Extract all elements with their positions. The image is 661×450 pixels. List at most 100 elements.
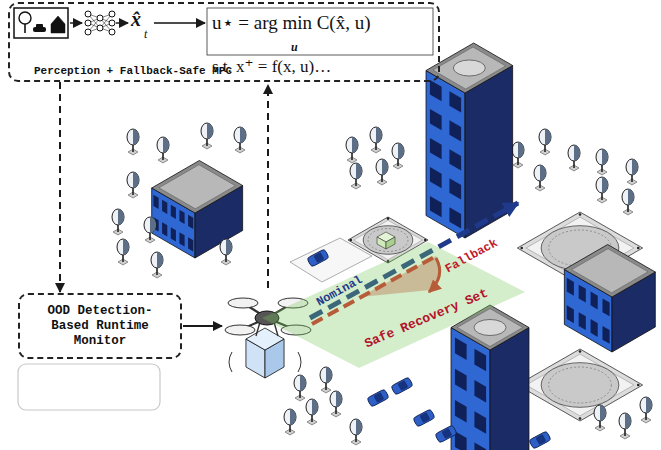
tree-icon [151,252,163,278]
car-roof [373,392,384,403]
tree-icon [201,123,213,149]
tree-shade [240,127,246,143]
helipad-inner [526,354,634,416]
tree-icon [596,177,608,203]
tree-shade [290,409,296,425]
signal-wave [298,352,301,372]
tree-crown [534,165,546,181]
network-neuron [109,11,115,17]
empty-panel [18,364,160,410]
car-icon [413,409,435,427]
tree-icon [330,391,342,417]
window [579,285,586,303]
tree-crown [284,409,296,425]
tree-shade [336,391,342,407]
optimizer-frame [207,8,433,55]
tree-icon [117,239,129,265]
tree-crown [144,217,156,233]
tree-crown [234,127,246,143]
roof-inset [433,47,506,89]
tree-shade [628,189,634,205]
tree-icon [127,129,139,155]
car-icon [367,389,389,407]
signal-wave [229,352,232,372]
monitor-arrow [183,325,222,327]
tree-icon [512,142,524,168]
math-subscript: u [291,41,298,55]
tree-crown [539,129,551,145]
pipeline-icons [14,8,433,55]
window [179,210,184,224]
tree-crown [392,143,404,159]
tree-icon [127,172,139,198]
package-side [386,237,395,249]
tree-shade [133,129,139,145]
tree-shade [540,165,546,181]
helipad-light [349,239,352,242]
window [579,312,586,330]
tree-crown [112,209,124,225]
car-roof [419,412,430,423]
helipad-light [579,350,582,353]
car-body [391,377,413,395]
network-neuron [85,29,91,35]
tree-icon [320,367,332,393]
helipad-light [579,213,582,216]
car-roof [397,380,408,391]
tree-icon [626,159,638,185]
drone-rotor [228,298,258,308]
package-side [377,237,386,249]
helipad-dash [549,367,612,403]
tree-icon [568,145,580,171]
helipad-dash [368,229,408,252]
tree-shade [632,159,638,175]
network-neuron [85,11,91,17]
window [474,380,486,402]
tree-shade [163,137,169,153]
tree-shade [352,137,358,153]
window [171,205,176,219]
roof-inset [159,165,235,209]
network-neuron [97,15,103,21]
roof-helipad [453,60,485,76]
window [474,443,486,450]
helipad-light [387,217,390,220]
tree-icon [234,127,246,153]
tree-shade [625,413,631,429]
tree-shade [356,419,362,435]
helipad-light [579,417,582,420]
tree-shade [518,142,524,158]
window [162,222,167,236]
tree-glyph-trunk [24,24,26,33]
window [430,167,442,188]
window [591,319,598,337]
car-icon [391,377,413,395]
tree-icon [306,399,318,425]
car-roof [313,252,324,263]
house-glyph [51,16,65,33]
feedback-arrow [267,85,269,288]
window [430,138,442,159]
tree-glyph [19,12,31,24]
tree-crown [294,375,306,391]
car-icon [529,431,551,449]
module-title: Perception + Fallback-Safe MPC [34,65,232,77]
window [153,195,158,209]
safe-recovery-region: Safe Recovery Set [262,242,525,368]
window [449,91,461,112]
helipad-light [637,247,640,250]
tree-icon [622,189,634,215]
tree-shade [118,209,124,225]
dashed-module-box: OOD Detection- Based Runtime Monitor [18,293,182,359]
tree-icon [619,413,631,439]
tree-icon [539,129,551,155]
tree-icon [220,239,232,265]
sensor-frame [14,8,68,38]
window [430,80,442,101]
helipad-light [424,239,427,242]
module-title: OOD Detection- Based Runtime Monitor [43,304,157,349]
tree-shade [646,397,652,413]
window [188,237,193,251]
flow-arrow [154,22,205,23]
